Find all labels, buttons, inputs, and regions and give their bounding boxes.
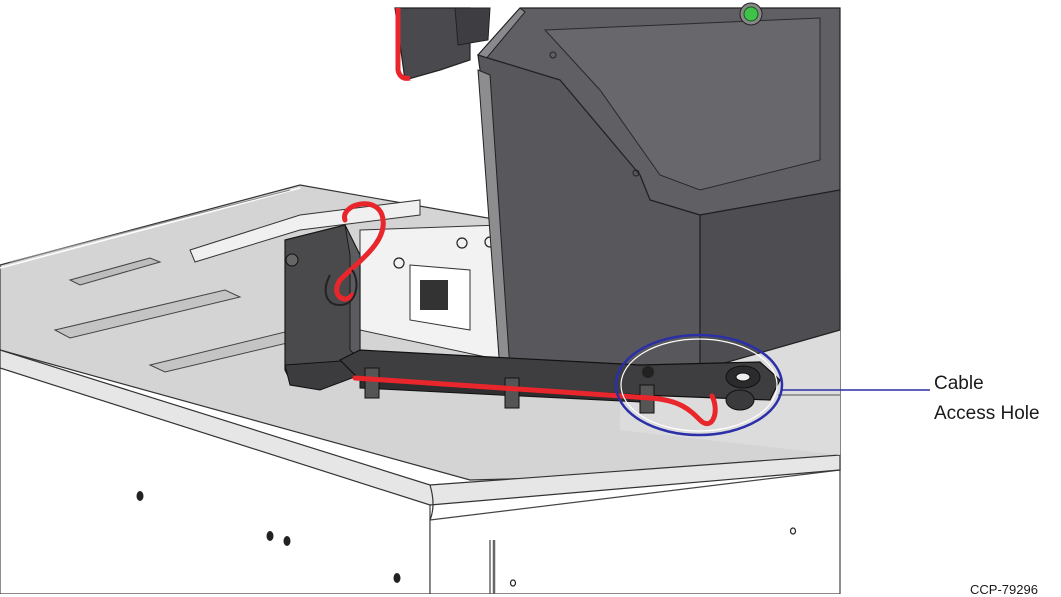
cabinet-body (0, 359, 841, 594)
display-screen (394, 7, 491, 81)
display-housing (476, 2, 841, 371)
callout-label-line1: Cable (934, 373, 984, 394)
cabinet-screw-holes (136, 491, 797, 587)
callout-label-line2: Access Hole (934, 403, 1040, 424)
cable-access-hole-highlight (614, 333, 784, 437)
red-cable (324, 201, 718, 427)
rear-rail (189, 199, 501, 361)
figure-id-label: CCP-79296 (970, 582, 1038, 597)
